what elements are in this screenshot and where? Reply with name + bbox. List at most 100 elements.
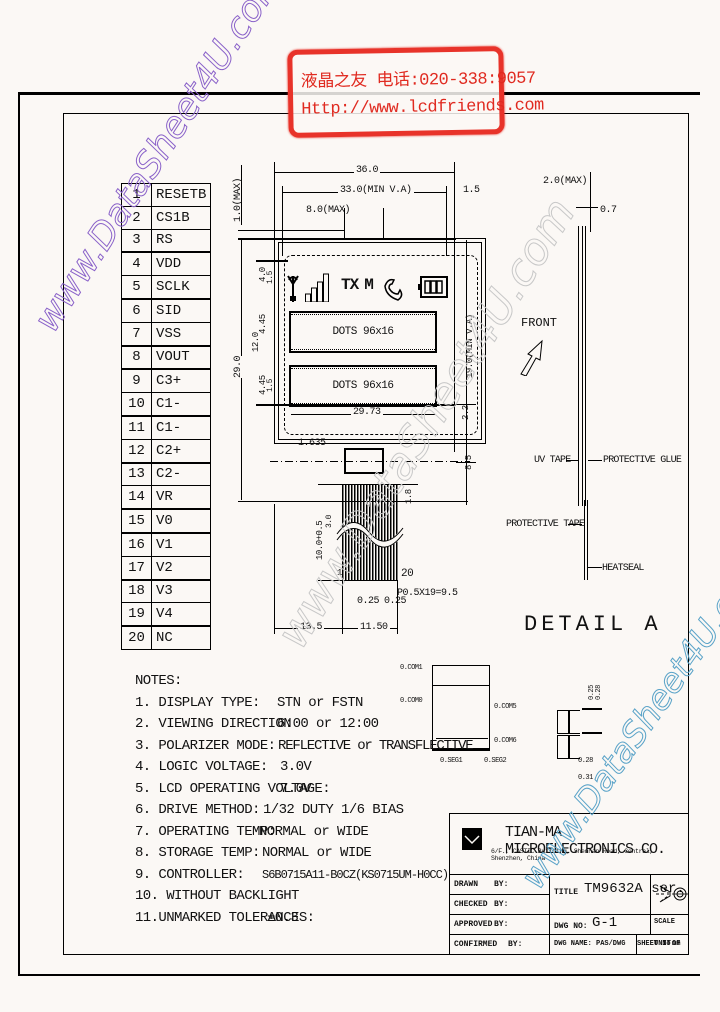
pin-signal: SCLK <box>150 275 212 300</box>
pin-signal: C2+ <box>150 438 212 464</box>
phone-handset-icon <box>384 278 403 301</box>
lcd-icon-row: TX M <box>287 262 448 302</box>
dot-matrix-area-1: DOTS 96x16 <box>289 311 437 353</box>
pin-number: 15 <box>121 508 152 534</box>
signal-bars-icon <box>305 273 329 302</box>
protective-glue-label: PROTECTIVE GLUE <box>603 455 682 466</box>
dot-matrix-area-2: DOTS 96x16 <box>289 365 437 407</box>
dim-top-thickness: 1.0(MAX) <box>233 177 244 222</box>
pin-number: 12 <box>121 438 152 464</box>
dim-side-thickness: 2.0(MAX) <box>543 176 588 187</box>
tb-divider <box>650 874 651 934</box>
dim-lead-w1: 0.25 <box>357 596 380 607</box>
pixel-cell <box>557 735 569 759</box>
lcd-viewing-area <box>284 255 478 435</box>
center-line <box>270 461 470 462</box>
uv-tape-label: UV TAPE <box>534 455 571 466</box>
pin-number: 9 <box>121 368 152 394</box>
pin-signal: VOUT <box>150 344 212 370</box>
sheet-label: SHEET No <box>637 940 671 948</box>
dim-glass-thickness: 0.7 <box>600 205 617 216</box>
pin-signal: VR <box>150 485 212 510</box>
tb-divider <box>636 934 637 954</box>
pin-number: 2 <box>121 205 152 230</box>
m-icon: M <box>364 276 374 294</box>
pin-signal: CS1B <box>150 205 212 230</box>
stamp-phone: 液晶之友 电话:020-338:9057 <box>300 69 536 93</box>
fpc-pin-last: 20 <box>401 568 414 580</box>
title-value: TM9632A ser. <box>584 881 685 897</box>
dwg-no-label: DWG NO: <box>554 922 588 931</box>
dim-bottom-gap: 2.2 <box>461 405 471 420</box>
dim-overall-height: 29.0 <box>233 355 244 378</box>
detail-label: 0.COM5 <box>494 703 517 711</box>
dim-fpc-max: 8.0(MAX) <box>306 205 351 216</box>
dim-fpc-3: 3.0 <box>325 515 334 528</box>
pin-signal: RESETB <box>150 183 212 207</box>
glass-top-line <box>238 238 456 240</box>
tx-icon: TX <box>341 276 359 294</box>
company-name: TIAN-MA MICROELECTRONICS CO. <box>505 824 666 858</box>
unit-label: UNIT <box>654 940 671 948</box>
lcd-glass-outline <box>274 238 486 444</box>
dim-aa-width: 29.73 <box>351 407 383 418</box>
dim-extension-line <box>590 172 591 232</box>
dim-extension-line <box>274 162 275 240</box>
title-label: TITLE <box>554 888 579 897</box>
sheet-value: OF <box>672 940 681 948</box>
scale-label: SCALE <box>654 918 676 926</box>
front-direction-arrow-icon <box>520 339 543 376</box>
tb-divider <box>450 934 688 935</box>
front-label: FRONT <box>521 316 558 330</box>
pin-number: 13 <box>121 461 152 487</box>
fpc-pin-first: 1 <box>337 568 342 578</box>
battery-icon <box>417 276 448 298</box>
dim-va-height: 19.0(MIN V.A) <box>465 314 475 378</box>
pin-signal: NC <box>150 625 212 650</box>
fpc-connector-outline <box>344 448 384 474</box>
confirmed-by: BY: <box>508 940 523 949</box>
pin-number: 19 <box>121 602 152 627</box>
pin-number: 4 <box>121 251 152 277</box>
dim-fpc-total-width: 11.50 <box>358 622 390 633</box>
pin-signal: C2- <box>150 461 212 487</box>
pin-signal: C3+ <box>150 368 212 394</box>
detail-label: 0.31 <box>578 774 593 782</box>
pin-signal: RS <box>150 228 212 253</box>
detail-label: 0.28 <box>595 685 603 700</box>
dim-lead-w2: 0.25 <box>384 596 407 607</box>
heatseal-label: HEATSEAL <box>602 563 644 574</box>
detail-label: 0.COM0 <box>400 697 423 705</box>
company-address: 6/F., CASTIC Building, Shennan Road, Cen… <box>491 848 654 862</box>
pin-number: 6 <box>121 297 152 323</box>
fpc-break-symbol <box>335 522 405 548</box>
dwg-name-label: DWG NAME: <box>554 940 592 948</box>
title-block: TIAN-MA MICROELECTRONICS CO. 6/F., CASTI… <box>449 813 689 955</box>
pin-number: 8 <box>121 344 152 370</box>
dim-overall-width: 36.0 <box>354 165 381 176</box>
dim-line-fpc-bottom <box>274 628 397 629</box>
pin-signal: C1- <box>150 392 212 417</box>
pin-number: 17 <box>121 555 152 581</box>
protective-tape-label: PROTECTIVE TAPE <box>506 519 585 530</box>
dim-right-offset: 1.5 <box>463 185 480 196</box>
stamp-url[interactable]: Http://www.lcdfriends.com <box>301 96 544 120</box>
dim-extension-line <box>344 208 345 238</box>
pin-signal: V0 <box>150 508 212 534</box>
pin-number: 7 <box>121 321 152 347</box>
pin-signal: V2 <box>150 555 212 581</box>
dim-tick <box>576 207 598 208</box>
pin-number: 11 <box>121 414 152 440</box>
